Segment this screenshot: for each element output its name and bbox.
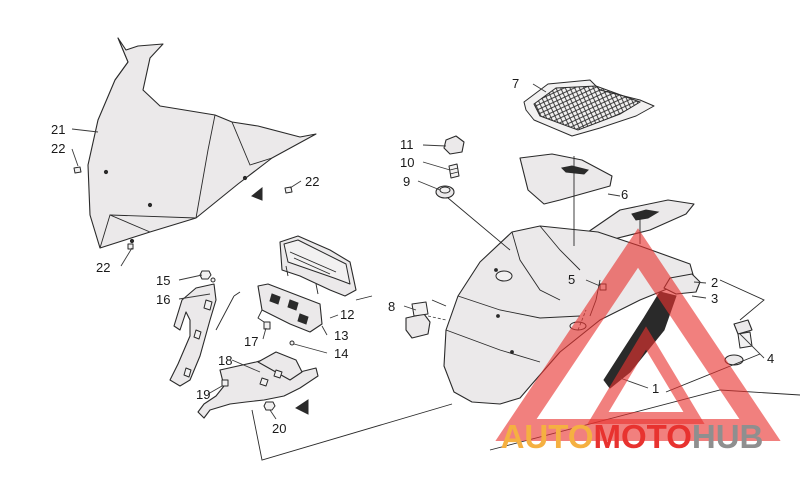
callout-18: 18 (218, 353, 232, 368)
windshield (87, 37, 317, 249)
callout-14: 14 (334, 346, 348, 361)
spring-10 (448, 163, 460, 179)
callout-17: 17 (244, 334, 258, 349)
fasteners-15 (199, 270, 216, 283)
instrument-cluster (279, 235, 357, 297)
callout-20: 20 (272, 421, 286, 436)
callout-6: 6 (621, 187, 628, 202)
watermark-logo: AUTOMOTOHUB (495, 228, 781, 455)
watermark-text-hub: HUB (692, 418, 764, 455)
mount-bracket-lower (197, 351, 319, 419)
watermark-text-moto: MOTO (594, 418, 692, 455)
callout-16: 16 (156, 292, 170, 307)
screw-20 (263, 401, 276, 411)
screw-14 (289, 340, 295, 346)
cluster-bracket (257, 283, 323, 333)
callout-8: 8 (388, 299, 395, 314)
callout-2: 2 (711, 275, 718, 290)
mount-bracket-left (169, 283, 217, 387)
svg-text:AUTOMOTOHUB: AUTOMOTOHUB (501, 418, 764, 455)
lens-panel-upper (519, 153, 613, 205)
callout-19: 19 (196, 387, 210, 402)
callout-22-right: 22 (305, 174, 319, 189)
callout-11: 11 (400, 137, 414, 152)
callout-22-upper-left: 22 (51, 141, 65, 156)
storage-net (523, 79, 655, 137)
callout-13: 13 (334, 328, 348, 343)
callout-12: 12 (340, 307, 354, 322)
callout-3: 3 (711, 291, 718, 306)
callout-10: 10 (400, 155, 414, 170)
callout-5: 5 (568, 272, 575, 287)
watermark-text-auto: AUTO (501, 418, 594, 455)
callout-7: 7 (512, 76, 519, 91)
screw-19 (221, 379, 229, 387)
callouts: 1 2 3 4 5 6 7 8 9 10 11 12 13 14 15 16 1… (51, 76, 774, 436)
callout-1: 1 (652, 381, 659, 396)
bezel-9 (435, 185, 455, 199)
callout-9: 9 (403, 174, 410, 189)
direction-arrow-upper (251, 186, 263, 201)
callout-4: 4 (767, 351, 774, 366)
knob-cap-11 (443, 135, 465, 155)
screw-17 (263, 321, 271, 330)
callout-15: 15 (156, 273, 170, 288)
component-8 (405, 301, 431, 339)
callout-21: 21 (51, 122, 65, 137)
callout-22-lower: 22 (96, 260, 110, 275)
direction-arrow-lower (295, 399, 309, 415)
windshield-screws (73, 166, 293, 250)
leader-lines (71, 83, 765, 420)
